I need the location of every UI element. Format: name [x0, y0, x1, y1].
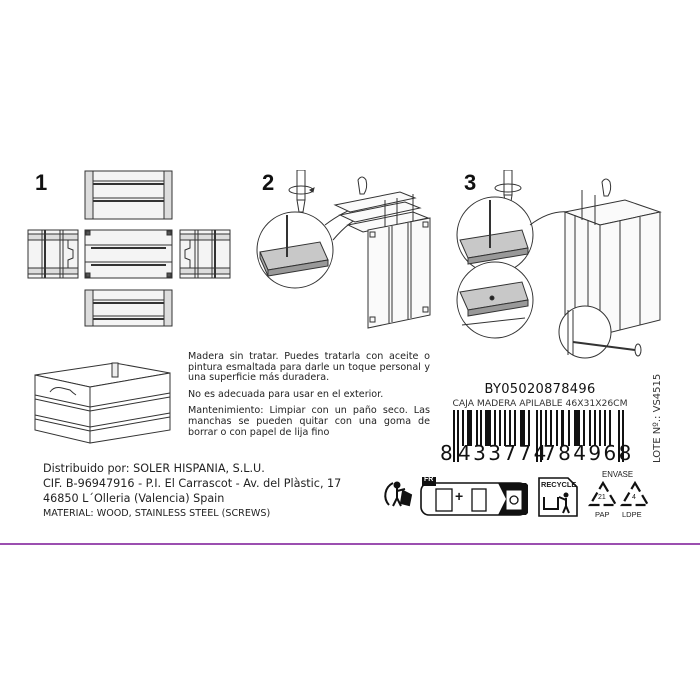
care-paragraph-untreated: Madera sin tratar. Puedes tratarla con a… [188, 351, 430, 384]
material-info: MATERIAL: WOOD, STAINLESS STEEL (SCREWS) [43, 508, 271, 519]
step-3-assembly-diagram [450, 170, 680, 360]
product-sku: BY05020878496 [484, 382, 596, 397]
recycling-code-ldpe-icon [620, 481, 650, 509]
recycling-code-pap-label: PAP [595, 510, 610, 519]
recycling-code-ldpe-number: 4 [632, 494, 636, 501]
accent-divider [0, 543, 700, 545]
distributor-address: CIF. B-96947916 - P.I. El Carrascot - Av… [43, 477, 342, 490]
product-description: CAJA MADERA APILABLE 46X31X26CM [452, 398, 628, 409]
recycling-code-pap-number: 21 [598, 494, 606, 501]
triman-region: FR [424, 476, 434, 483]
recycling-code-ldpe-label: LDPE [622, 510, 642, 519]
recycling-code-pap-icon [588, 481, 618, 509]
step-3-number: 3 [464, 170, 477, 195]
info-tri-box [420, 477, 530, 517]
distributor-city: 46850 L´Olleria (Valencia) Spain [43, 492, 225, 505]
step-2-assembly-diagram [250, 170, 450, 340]
envase-label: ENVASE [602, 470, 634, 479]
recycle-badge-label: RECYCLE [541, 480, 577, 489]
plus-sign: + [455, 488, 464, 504]
step-1-number: 1 [35, 170, 48, 195]
care-paragraph-outdoor: No es adecuada para usar en el exterior. [188, 388, 384, 400]
lot-number: LOTE Nº.: VS4515 [652, 373, 663, 463]
distributor-info: Distribuido por: SOLER HISPANIA, S.L.U. … [43, 461, 341, 506]
care-paragraph-maintenance: Mantenimiento: Limpiar con un paño seco.… [188, 405, 430, 438]
barcode-right-digits: 784968 [543, 441, 634, 465]
care-instructions: Madera sin tratar. Puedes tratarla con a… [188, 351, 430, 444]
distributor-name: Distribuido por: SOLER HISPANIA, S.L.U. [43, 462, 265, 475]
step-1-exploded-diagram [25, 168, 235, 328]
barcode-left-digits: 433774 [458, 441, 549, 465]
stacked-crate-illustration [30, 355, 180, 445]
step-2-number: 2 [262, 170, 275, 195]
recycle-badge [538, 477, 578, 517]
barcode-first-digit: 8 [440, 441, 453, 465]
triman-icon [383, 477, 417, 511]
ean-barcode [443, 410, 639, 462]
